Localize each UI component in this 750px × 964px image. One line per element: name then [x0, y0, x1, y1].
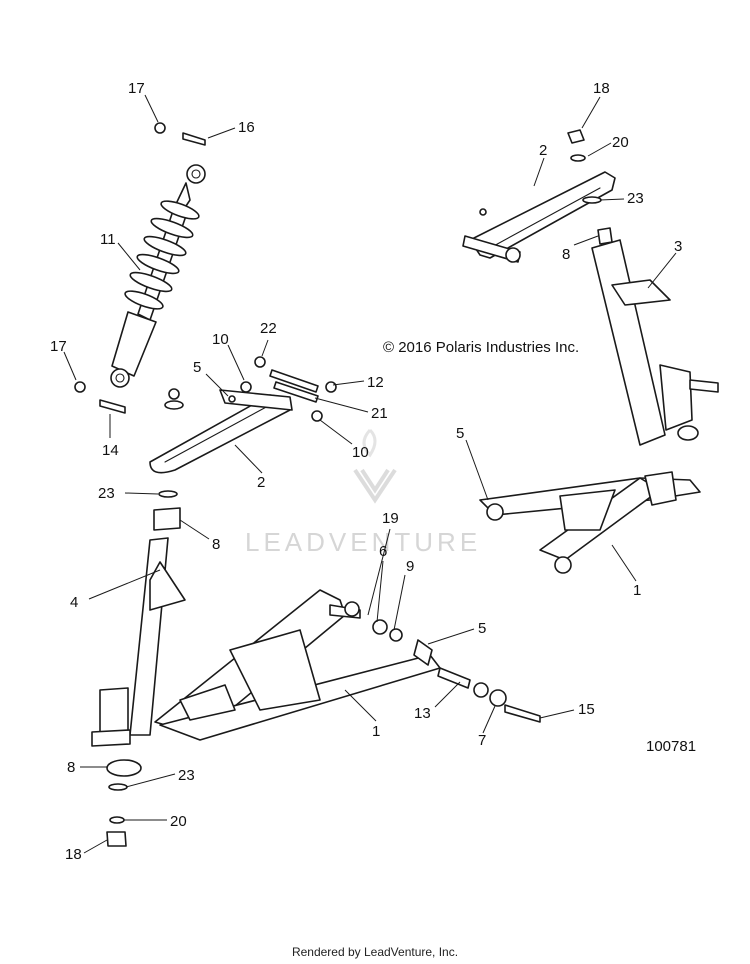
watermark-text: LEADVENTURE — [245, 527, 481, 557]
callout-20: 20 — [612, 134, 629, 151]
callout-1: 1 — [372, 723, 380, 740]
callout-2: 2 — [257, 474, 265, 491]
callout-4: 4 — [70, 594, 78, 611]
lower-a-arm-right — [479, 471, 701, 574]
callout-21: 21 — [371, 405, 388, 422]
callout-12: 12 — [367, 374, 384, 391]
callout-16: 16 — [238, 119, 255, 136]
callout-10: 10 — [212, 331, 229, 348]
upper-a-arm-left — [149, 356, 337, 474]
callout-11: 11 — [100, 231, 116, 248]
spindle-knuckle-right — [591, 227, 719, 446]
callout-8: 8 — [562, 246, 570, 263]
callout-5: 5 — [478, 620, 486, 637]
callout-9: 9 — [406, 558, 414, 575]
callout-5: 5 — [456, 425, 464, 442]
callout-2: 2 — [539, 142, 547, 159]
callout-17: 17 — [50, 338, 67, 355]
callout-7: 7 — [478, 732, 486, 749]
callout-labels: 17 16 11 17 14 10 22 5 12 21 10 2 18 20 … — [50, 80, 682, 863]
callout-23: 23 — [98, 485, 115, 502]
callout-8: 8 — [212, 536, 220, 553]
callout-20: 20 — [170, 813, 187, 830]
callout-18: 18 — [65, 846, 82, 863]
callout-23: 23 — [178, 767, 195, 784]
leader-lines — [63, 94, 677, 854]
shock-absorber — [74, 122, 206, 414]
callout-13: 13 — [414, 705, 431, 722]
callout-15: 15 — [578, 701, 595, 718]
figure-id: 100781 — [646, 738, 697, 755]
callout-1: 1 — [633, 582, 641, 599]
leadventure-watermark-logo: LEADVENTURE — [245, 428, 481, 557]
callout-6: 6 — [379, 543, 387, 560]
copyright-notice: © 2016 Polaris Industries Inc. — [383, 339, 580, 356]
lower-a-arm-left — [154, 589, 541, 741]
callout-17: 17 — [128, 80, 145, 97]
callout-3: 3 — [674, 238, 682, 255]
callout-8: 8 — [67, 759, 75, 776]
footer-credit: Rendered by LeadVenture, Inc. — [291, 945, 459, 959]
callout-22: 22 — [260, 320, 277, 337]
callout-14: 14 — [102, 442, 119, 459]
callout-10: 10 — [352, 444, 369, 461]
callout-5: 5 — [193, 359, 201, 376]
callout-23: 23 — [627, 190, 644, 207]
upper-a-arm-right — [462, 129, 616, 263]
callout-18: 18 — [593, 80, 610, 97]
callout-19: 19 — [382, 510, 399, 527]
spindle-knuckle-left — [91, 490, 186, 847]
